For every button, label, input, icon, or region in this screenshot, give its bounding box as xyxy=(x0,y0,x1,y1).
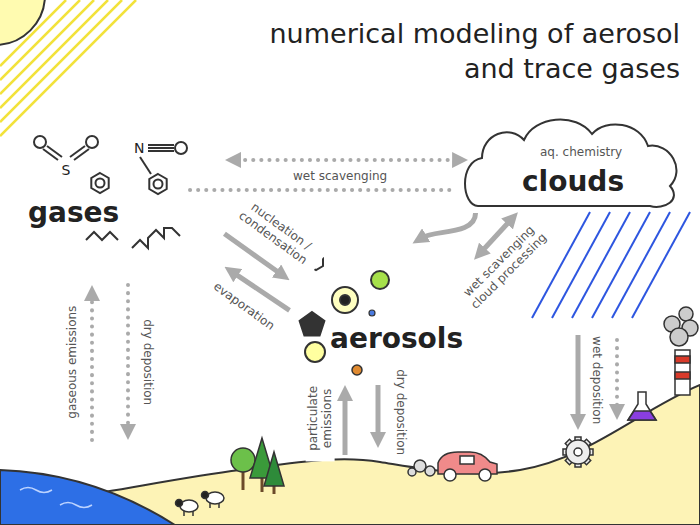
sun-part-part xyxy=(0,0,108,108)
sun xyxy=(0,0,136,136)
factory-chimney-part xyxy=(675,356,690,363)
particles-part xyxy=(340,295,350,305)
sun-part xyxy=(0,0,45,45)
sun-part-part xyxy=(0,0,66,66)
process-label: wet scavenging xyxy=(291,169,389,183)
trees xyxy=(231,438,284,494)
particles xyxy=(300,254,389,375)
factory-chimney-part xyxy=(670,328,688,346)
molecules-part xyxy=(74,149,89,160)
flux-arrows-part xyxy=(376,385,381,436)
diagram-title: numerical modeling of aerosol and trace … xyxy=(260,16,680,86)
flux-label: particulate emissions xyxy=(306,375,335,461)
molecules-part xyxy=(43,149,58,160)
flux-label: dry deposition xyxy=(394,367,408,457)
gear-part xyxy=(566,440,590,464)
process-label: nucleation / condensation xyxy=(226,190,327,274)
entity-name: gases xyxy=(28,197,119,229)
sun-part xyxy=(0,0,136,136)
flux-arrows-part xyxy=(615,340,619,408)
entity-name: clouds xyxy=(522,166,624,198)
car xyxy=(408,452,497,481)
flux-arrows xyxy=(92,190,617,455)
sheep xyxy=(176,492,225,517)
element-symbol: S xyxy=(60,162,73,179)
car-part xyxy=(414,460,426,472)
trees-part xyxy=(242,472,245,490)
dotted-flux-arrow xyxy=(237,158,456,162)
particles-part xyxy=(352,365,362,375)
flux-arrow xyxy=(423,213,476,237)
car-part xyxy=(425,466,435,476)
ground-part xyxy=(20,488,92,508)
cloud-shape: aq. chemistry clouds xyxy=(460,112,682,210)
trees-part xyxy=(231,448,255,472)
flux-arrows-part xyxy=(343,397,348,455)
flask xyxy=(628,392,656,420)
flux-label: wet deposition xyxy=(590,334,604,426)
particles-part xyxy=(305,342,325,362)
molecules-part xyxy=(149,174,166,194)
molecules-part xyxy=(96,179,105,188)
sun-part-part xyxy=(0,0,122,122)
factory-chimney-part xyxy=(675,350,690,395)
car-part xyxy=(460,456,474,464)
element-symbol: N xyxy=(132,140,146,157)
factory-chimney xyxy=(664,307,698,395)
sun-part-part xyxy=(0,0,136,136)
molecules-part xyxy=(148,147,174,149)
molecules-part xyxy=(91,173,108,193)
molecules-part xyxy=(47,146,62,157)
process-label: evaporation xyxy=(209,278,279,334)
car-part xyxy=(444,469,456,481)
sheep-part xyxy=(176,500,183,507)
molecules xyxy=(34,136,187,248)
particles-part xyxy=(300,312,325,336)
process-note: aq. chemistry xyxy=(540,146,622,160)
flux-arrows-part xyxy=(190,188,452,192)
sun-part-part xyxy=(0,0,94,94)
gear xyxy=(563,437,593,467)
flux-label: dry deposition xyxy=(141,317,155,407)
trees-part xyxy=(264,452,284,486)
molecules-part xyxy=(140,157,151,174)
molecules-part xyxy=(86,136,98,148)
flux-label: gaseous emissions xyxy=(65,304,79,421)
molecules-part xyxy=(148,150,174,152)
molecules-part xyxy=(132,228,180,248)
molecules-part xyxy=(148,144,174,146)
entity-name: aerosols xyxy=(330,323,463,355)
molecules-part xyxy=(175,142,187,154)
gases-group: gases xyxy=(25,135,222,280)
flux-arrows-part xyxy=(90,297,94,440)
particles-part xyxy=(369,310,375,316)
molecules-part xyxy=(70,146,85,157)
molecules-part xyxy=(154,180,163,189)
particles-part xyxy=(371,271,389,289)
cloud-outline-part xyxy=(465,120,676,207)
gear-part xyxy=(574,448,582,456)
molecules-part xyxy=(34,136,46,148)
particles-part xyxy=(332,287,358,313)
ground-part xyxy=(0,470,175,525)
rain-part xyxy=(632,212,690,318)
molecules-part xyxy=(86,232,118,240)
factory-chimney-part xyxy=(679,307,693,321)
sheep-part xyxy=(202,492,209,499)
flask-part xyxy=(628,411,656,420)
flux-arrows-part xyxy=(126,285,130,428)
flask-part xyxy=(628,392,656,420)
car-part xyxy=(479,469,491,481)
flux-arrows-part xyxy=(576,335,581,418)
factory-chimney-part xyxy=(675,372,690,379)
